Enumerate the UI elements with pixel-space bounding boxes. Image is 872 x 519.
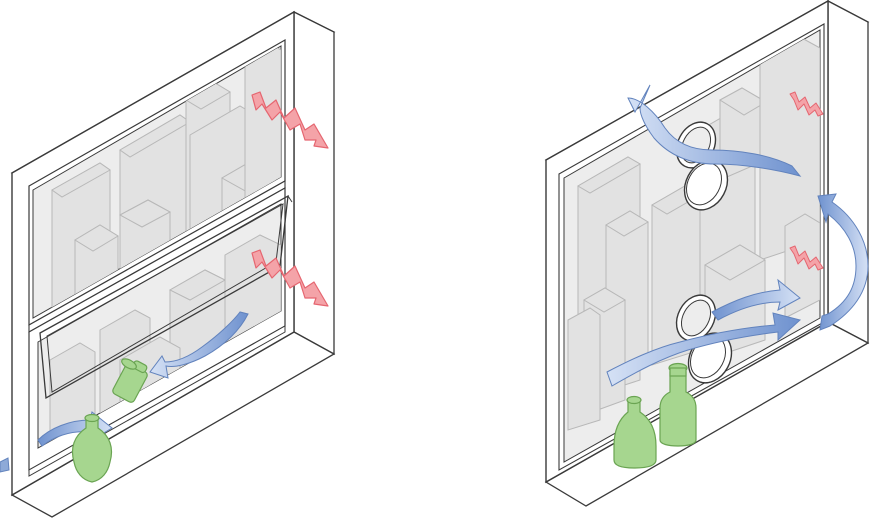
heat-wave-icon	[251, 91, 329, 149]
heat-wave-icon	[789, 91, 824, 117]
heat-wave-icon	[251, 249, 329, 307]
awning-hinge	[287, 195, 293, 203]
airflow-arrow-icon	[817, 193, 869, 331]
heat-wave-arrows	[251, 91, 329, 307]
airflow-arrow-icon	[627, 84, 802, 177]
airflow-arrows	[606, 84, 869, 387]
airflow-arrow-icon	[149, 311, 249, 379]
airflow-arrow-icon	[0, 457, 10, 473]
airflow-arrow-icon	[711, 278, 801, 321]
tipped-bottle	[112, 358, 148, 403]
tall-bottle	[659, 362, 697, 447]
airflow-arrow-icon	[606, 312, 802, 387]
heat-wave-icon	[789, 245, 824, 271]
panel-porthole-vent-window	[544, 0, 870, 507]
green-bottles	[71, 358, 148, 483]
panel-awning-window	[0, 10, 336, 518]
vase-bottle	[71, 413, 113, 483]
heat-wave-arrows	[789, 91, 824, 271]
green-bottles	[613, 362, 697, 469]
vase-bottle	[613, 395, 657, 469]
